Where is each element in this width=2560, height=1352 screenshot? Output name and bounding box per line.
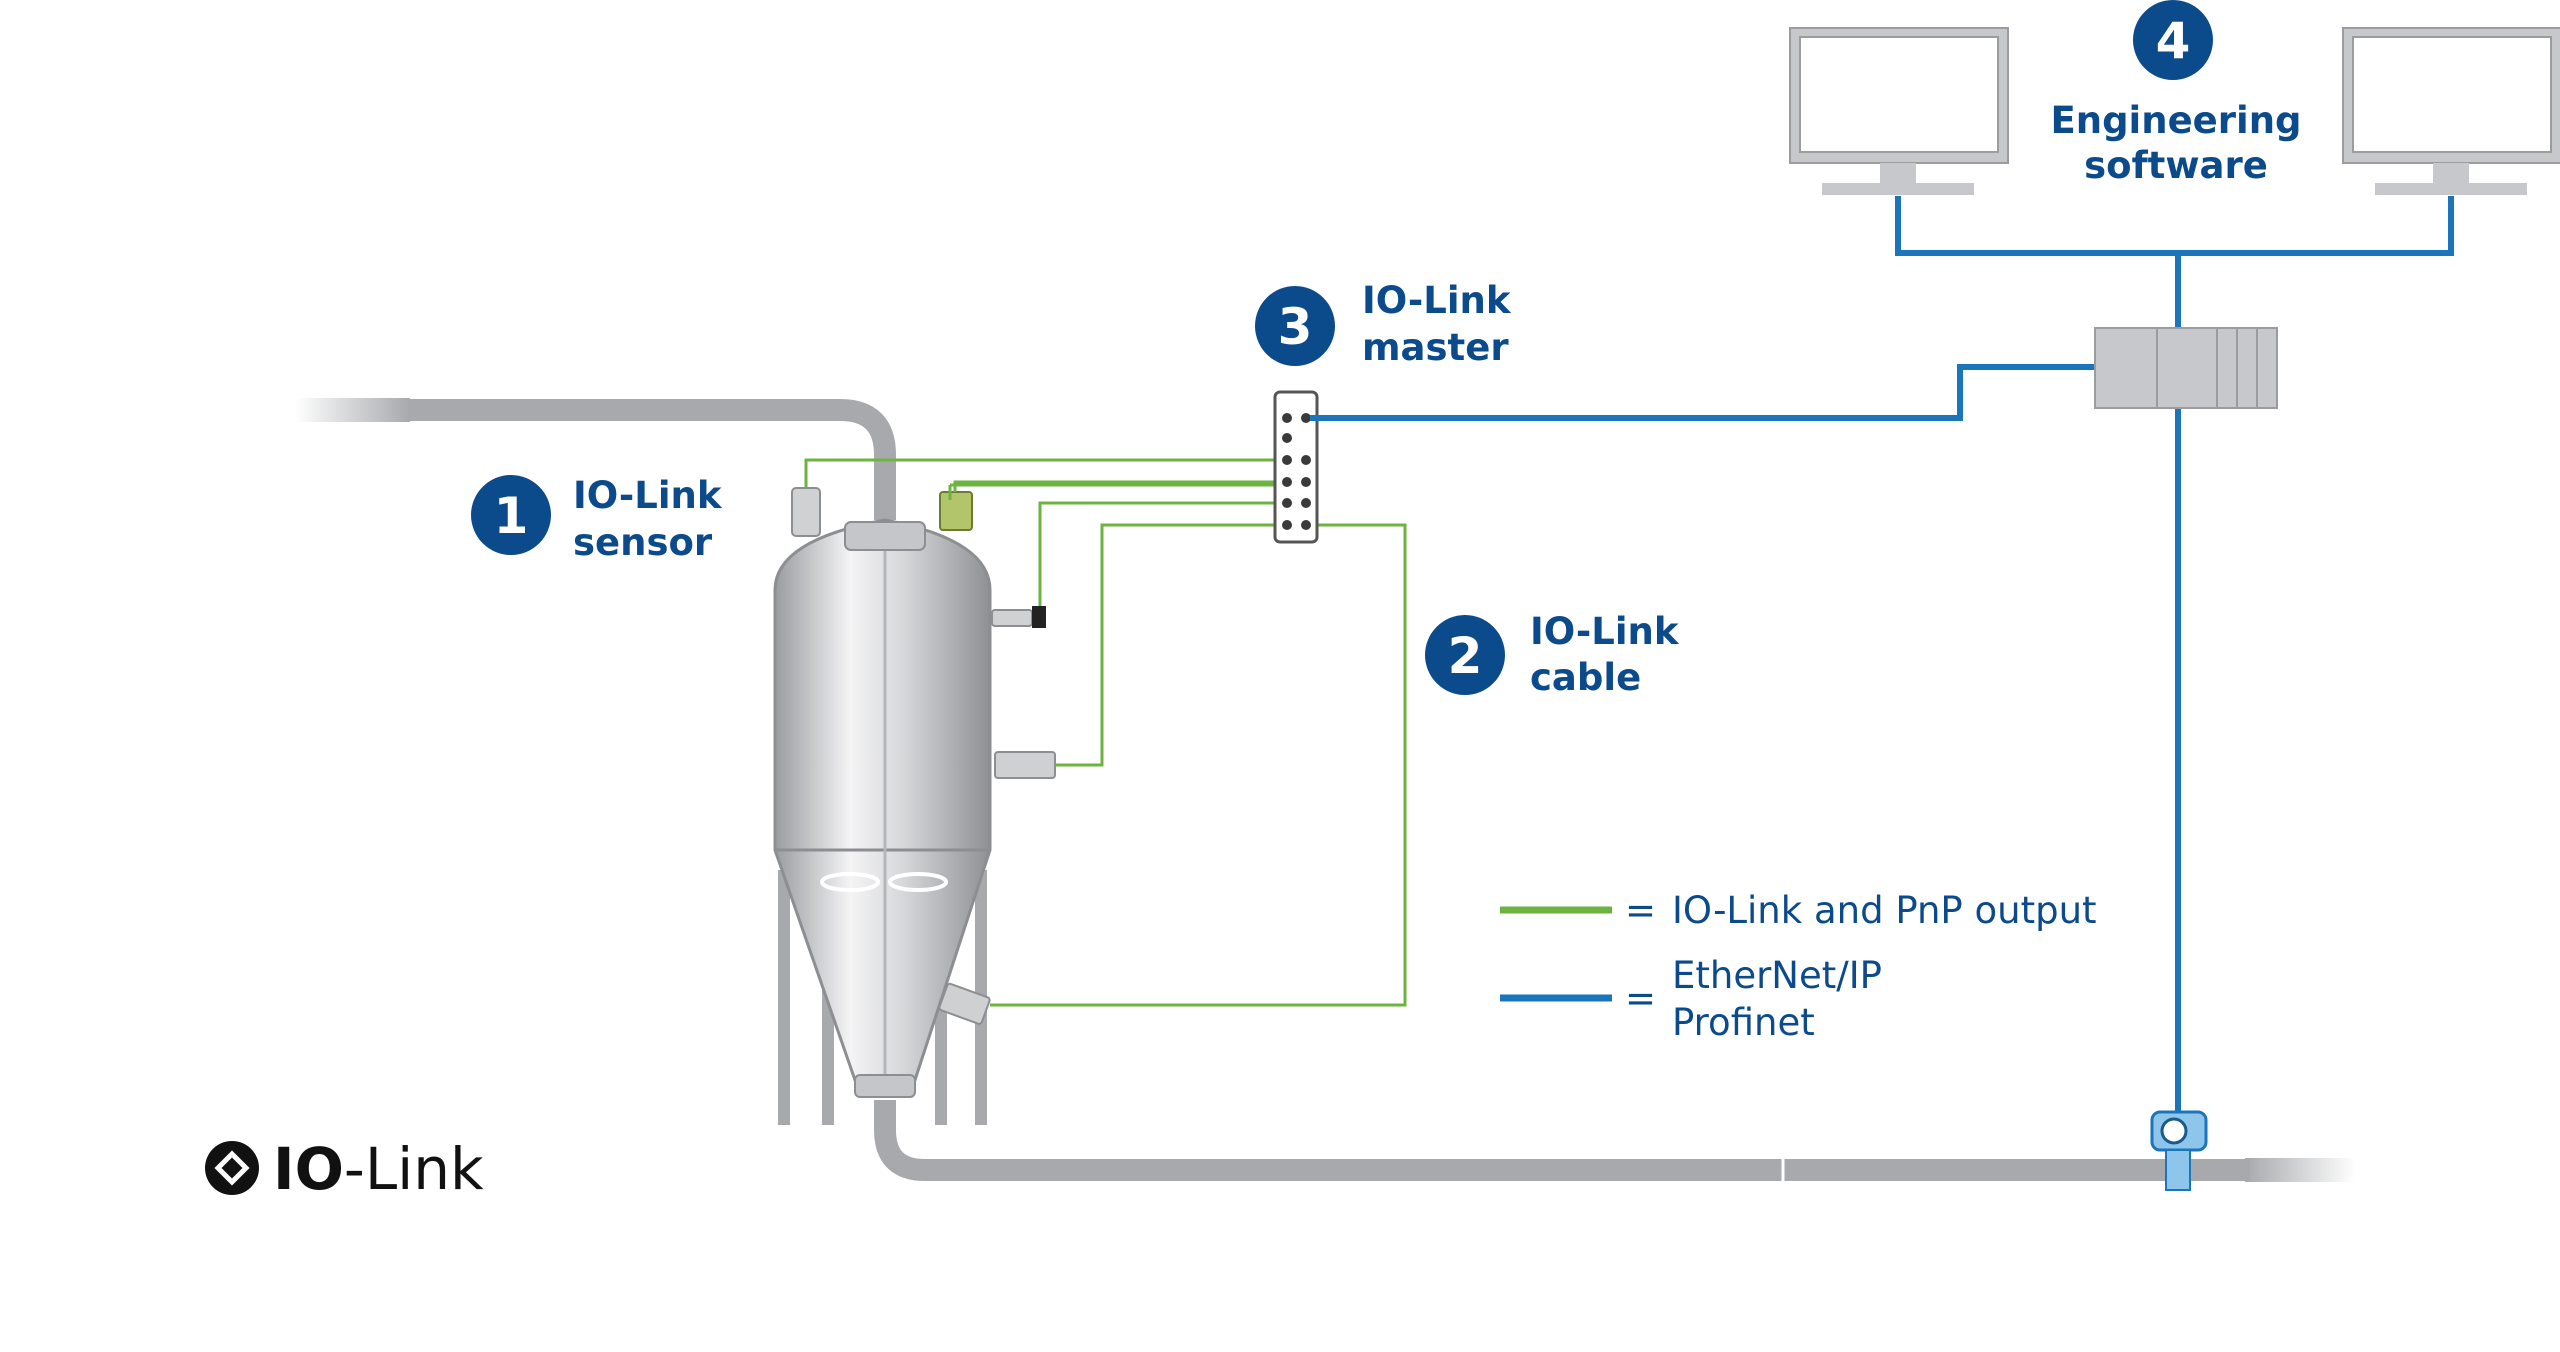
callout-subtitle: master: [1362, 326, 1509, 369]
sensor-side-upper: [991, 609, 1033, 627]
monitor-neck: [1880, 163, 1916, 183]
master-port: [1282, 520, 1292, 530]
callout-subtitle: cable: [1530, 656, 1641, 699]
legend-equals: =: [1625, 889, 1656, 932]
tank-bottom-flange: [854, 1074, 916, 1098]
sensor-top-right: [939, 491, 973, 531]
callout-badge: [1255, 286, 1335, 366]
callout-title: Engineering: [2050, 99, 2301, 142]
legend-label-io-link: IO-Link and PnP output: [1672, 889, 2097, 932]
sensor-top-left: [791, 487, 821, 537]
io-link-cables: [804, 458, 1407, 1007]
plc-module: [2216, 327, 2238, 409]
callout-subtitle: software: [2084, 144, 2268, 187]
monitor-right: [2342, 27, 2560, 195]
io-link-logo: IO-Link: [205, 1135, 484, 1203]
top-pipe: [408, 399, 896, 520]
bottom-pipe: [874, 1100, 2250, 1181]
callout-number: 3: [1278, 298, 1313, 356]
plc-rack: [2094, 327, 2278, 409]
callout-io-link-sensor: 1 IO-Link sensor: [471, 474, 723, 564]
callout-title: IO-Link: [1362, 279, 1512, 322]
ethernet-line-master-plc: [1310, 364, 2095, 421]
pipes: [295, 398, 2355, 1182]
legend-equals: =: [1625, 977, 1656, 1020]
io-link-cable: [948, 483, 1285, 500]
io-link-cable: [1055, 523, 1285, 767]
master-port: [1282, 498, 1292, 508]
callout-badge: [2133, 0, 2213, 80]
flow-meter-display: [2160, 1117, 2188, 1145]
callout-badge: [471, 475, 551, 555]
callout-number: 2: [1448, 627, 1483, 685]
monitor-left: [1789, 27, 2009, 195]
master-port: [1282, 477, 1292, 487]
master-port: [1282, 413, 1292, 423]
io-link-cable: [990, 523, 1407, 1007]
sensor-cone: [938, 982, 991, 1025]
monitor-neck: [2433, 163, 2469, 183]
master-housing: [1273, 390, 1319, 544]
io-link-cable: [1038, 501, 1285, 606]
plc-module: [2256, 327, 2278, 409]
bottom-pipe-fade: [2245, 1158, 2355, 1182]
master-port: [1282, 455, 1292, 465]
sensor-side-middle: [994, 751, 1056, 779]
io-link-cable: [804, 458, 1285, 488]
plc-module: [2236, 327, 2258, 409]
callout-io-link-cable: 2 IO-Link cable: [1425, 610, 1680, 699]
tank-port: [820, 872, 880, 892]
callout-subtitle: sensor: [573, 521, 713, 564]
ethernet-line-monitors: [1895, 196, 2454, 256]
monitor-screen: [1799, 36, 1999, 153]
flow-meter-body: [2165, 1149, 2191, 1191]
plc-module: [2156, 327, 2218, 409]
callout-io-link-master: 3 IO-Link master: [1255, 279, 1512, 369]
io-link-logo-icon-mark: [214, 1150, 250, 1186]
ethernet-lines: [1310, 196, 2454, 1118]
io-link-logo-rest: -Link: [344, 1135, 484, 1203]
callout-badge: [1425, 615, 1505, 695]
callout-number: 4: [2156, 12, 2191, 70]
io-link-logo-text: IO-Link: [273, 1135, 484, 1203]
monitor-base: [1822, 183, 1974, 195]
flow-meter: [2150, 1110, 2208, 1191]
callout-engineering-software: 4 Engineering software: [2050, 0, 2302, 187]
io-link-master: [1273, 390, 1319, 544]
top-pipe-fade: [295, 398, 410, 422]
callout-title: IO-Link: [573, 474, 723, 517]
master-port: [1301, 520, 1311, 530]
legend-label-ethernet: EtherNet/IP: [1672, 954, 1882, 997]
master-port: [1301, 455, 1311, 465]
io-link-logo-bold: IO: [273, 1135, 344, 1203]
legend-label-profinet: Profinet: [1672, 1001, 1815, 1044]
tank-leg: [778, 870, 790, 1125]
callout-number: 1: [494, 487, 529, 545]
sensor-connector: [1032, 606, 1046, 628]
master-port: [1301, 413, 1311, 423]
callout-title: IO-Link: [1530, 610, 1680, 653]
master-port: [1282, 433, 1292, 443]
master-port: [1301, 477, 1311, 487]
monitor-screen: [2352, 36, 2552, 153]
tank-top-flange: [844, 521, 926, 551]
master-port: [1301, 498, 1311, 508]
tank-port: [888, 872, 948, 892]
legend: = IO-Link and PnP output = EtherNet/IP P…: [1500, 889, 2097, 1044]
monitor-base: [2375, 183, 2527, 195]
tank: [773, 487, 1056, 1125]
plc-module: [2094, 327, 2158, 409]
io-link-logo-icon: [205, 1141, 259, 1195]
io-link-cable: [953, 480, 1285, 492]
